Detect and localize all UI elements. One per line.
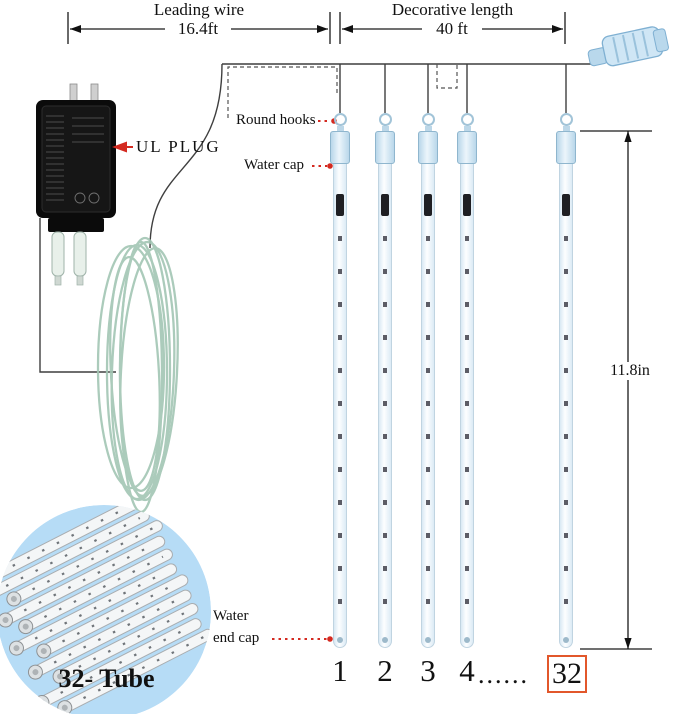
plug-to-coil-wire bbox=[39, 218, 116, 373]
water-cap-label: Water cap bbox=[244, 157, 304, 173]
barrel-tip bbox=[54, 275, 62, 286]
leading-wire-value: 16.4ft bbox=[165, 19, 231, 39]
round-hook-icon bbox=[421, 113, 435, 126]
water-end-cap-label-line1: Water bbox=[213, 608, 249, 624]
light-tube-32 bbox=[556, 113, 576, 648]
leading-wire-label: Leading wire bbox=[153, 0, 245, 19]
end-connector-illustration bbox=[587, 26, 669, 67]
plug-label-panel bbox=[41, 105, 111, 213]
coil-strand bbox=[110, 240, 176, 502]
water-end-cap-label-line2: end cap bbox=[213, 630, 260, 646]
water-cap bbox=[330, 131, 350, 164]
round-hook-icon bbox=[559, 113, 573, 126]
water-end-cap bbox=[563, 637, 569, 643]
led-module bbox=[424, 194, 432, 216]
water-end-cap bbox=[425, 637, 431, 643]
bundle-count-label: 32- Tube bbox=[58, 664, 155, 693]
led-strip bbox=[564, 236, 568, 631]
ellipsis-dots: ...... bbox=[478, 660, 529, 689]
led-module bbox=[381, 194, 389, 216]
tube-bundle-illustration bbox=[0, 505, 211, 714]
round-hook-icon bbox=[378, 113, 392, 126]
decorative-ticks bbox=[339, 12, 566, 44]
tube-number-3: 3 bbox=[420, 653, 436, 688]
connector-ribs bbox=[612, 30, 649, 63]
water-end-cap bbox=[382, 637, 388, 643]
bundle-tube-leds bbox=[5, 505, 205, 700]
tube-number-2: 2 bbox=[377, 653, 393, 688]
leading-wire-ticks bbox=[67, 12, 331, 44]
height-ticks bbox=[580, 130, 652, 650]
water-cap bbox=[556, 131, 576, 164]
coil-strand bbox=[96, 244, 166, 490]
plug-prong bbox=[69, 83, 78, 102]
hook-stem bbox=[562, 126, 570, 131]
led-strip bbox=[465, 236, 469, 631]
ul-plug-illustration bbox=[36, 83, 116, 286]
tube-body bbox=[421, 164, 435, 648]
dimension-arrowheads bbox=[70, 25, 632, 649]
hook-stem bbox=[463, 126, 471, 131]
coil-exit-wire bbox=[149, 63, 223, 249]
round-hooks-label: Round hooks bbox=[236, 112, 316, 128]
plug-connector-barrel bbox=[73, 231, 87, 277]
water-cap bbox=[457, 131, 477, 164]
bundle-tube bbox=[0, 505, 148, 581]
led-module bbox=[336, 194, 344, 216]
tube-body bbox=[333, 164, 347, 648]
led-strip bbox=[426, 236, 430, 631]
water-cap bbox=[375, 131, 395, 164]
led-module bbox=[463, 194, 471, 216]
tube-number-4: 4 bbox=[459, 653, 475, 688]
led-strip bbox=[383, 236, 387, 631]
certification-mark-icon bbox=[74, 192, 86, 204]
led-strip bbox=[338, 236, 342, 631]
tube-body bbox=[378, 164, 392, 648]
plug-prong bbox=[90, 83, 99, 102]
tube-body bbox=[559, 164, 573, 648]
plug-label-text-lines bbox=[46, 115, 104, 201]
round-hook-icon bbox=[460, 113, 474, 126]
hook-stem bbox=[381, 126, 389, 131]
hidden-wire-dashes bbox=[227, 64, 458, 118]
plug-neck bbox=[48, 218, 104, 232]
light-tube-1 bbox=[330, 113, 350, 648]
barrel-tip bbox=[76, 275, 84, 286]
callout-leaders bbox=[272, 120, 331, 640]
hook-stem bbox=[424, 126, 432, 131]
water-end-cap bbox=[337, 637, 343, 643]
plug-callout-arrow bbox=[112, 141, 133, 153]
certification-mark-icon bbox=[88, 192, 100, 204]
hook-stem bbox=[336, 126, 344, 131]
tube-drop-wires bbox=[339, 64, 567, 113]
tube-number-32: 32 bbox=[547, 655, 587, 693]
ul-plug-label: UL PLUG bbox=[136, 137, 221, 156]
tube-number-1: 1 bbox=[332, 653, 348, 688]
wire-coil bbox=[96, 236, 179, 514]
round-hook-icon bbox=[333, 113, 347, 126]
led-module bbox=[562, 194, 570, 216]
top-bus-wire bbox=[222, 53, 612, 65]
tube-body bbox=[460, 164, 474, 648]
decorative-length-value: 40 ft bbox=[422, 19, 482, 39]
light-tube-3 bbox=[418, 113, 438, 648]
light-tube-4 bbox=[457, 113, 477, 648]
light-tube-2 bbox=[375, 113, 395, 648]
decorative-length-label: Decorative length bbox=[391, 0, 514, 19]
plug-connector-barrel bbox=[51, 231, 65, 277]
height-value: 11.8in bbox=[602, 362, 658, 380]
water-cap bbox=[418, 131, 438, 164]
connector-end bbox=[652, 28, 669, 53]
water-end-cap bbox=[464, 637, 470, 643]
